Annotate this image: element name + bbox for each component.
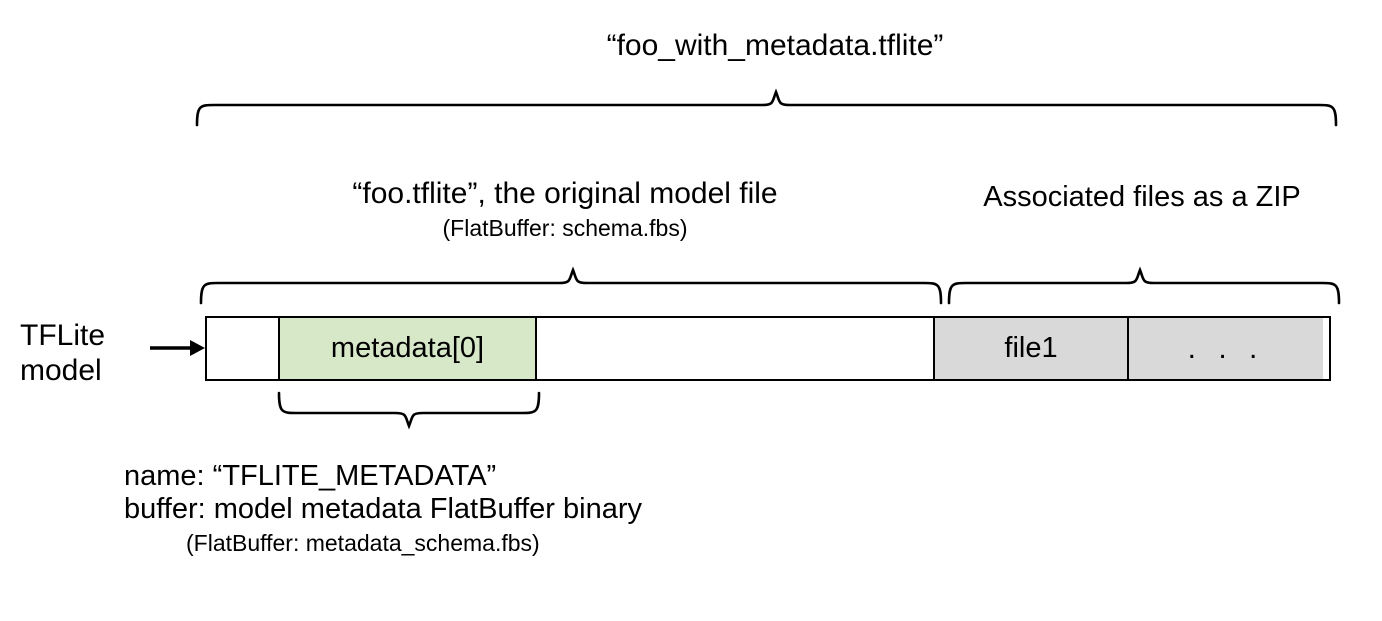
label-tflite-model-line1: TFLite — [20, 319, 106, 352]
metadata-note: name: “TFLITE_METADATA” buffer: model me… — [124, 460, 642, 557]
brace-associated-files — [947, 266, 1341, 305]
metadata-note-schema: (FlatBuffer: metadata_schema.fbs) — [186, 530, 540, 556]
brace-metadata-detail — [277, 391, 541, 430]
model-layout-bar: metadata[0] file1 . . . — [205, 316, 1331, 381]
bar-segment-more-files: . . . — [1129, 318, 1323, 379]
label-tflite-model: TFLite model — [20, 318, 105, 389]
bar-segment-header — [207, 318, 280, 379]
bar-segment-metadata: metadata[0] — [280, 318, 537, 379]
label-original-model-schema: (FlatBuffer: schema.fbs) — [442, 215, 688, 241]
diagram-title: “foo_with_metadata.tflite” — [606, 29, 944, 62]
label-original-model-file: “foo.tflite”, the original model file — [352, 177, 778, 210]
bar-segment-model-body — [537, 318, 935, 379]
brace-model-file — [199, 266, 943, 305]
bar-segment-file1: file1 — [935, 318, 1129, 379]
ellipsis-glyph: . . . — [1187, 331, 1265, 365]
label-associated-files-zip: Associated files as a ZIP — [983, 181, 1301, 213]
metadata-note-name: name: “TFLITE_METADATA” — [124, 460, 497, 492]
arrow-to-bar — [150, 340, 205, 356]
metadata-note-buffer: buffer: model metadata FlatBuffer binary — [124, 493, 642, 525]
brace-top-whole-file — [195, 88, 1338, 127]
label-tflite-model-line2: model — [20, 354, 102, 388]
